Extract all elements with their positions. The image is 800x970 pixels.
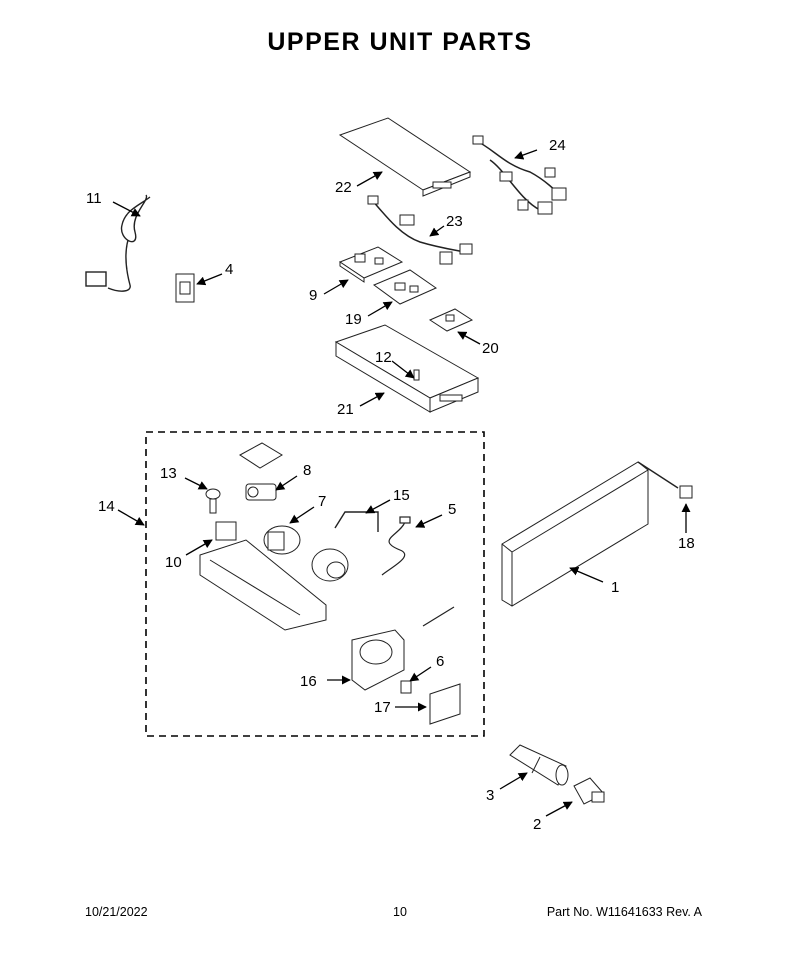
part-screw-right[interactable] (679, 485, 693, 499)
assembly-boundary-box (145, 431, 485, 737)
callout-label-1[interactable]: 1 (611, 579, 619, 596)
callout-label-3[interactable]: 3 (486, 787, 494, 804)
callout-label-15[interactable]: 15 (393, 487, 410, 504)
part-small-board[interactable] (428, 308, 474, 332)
callout-label-13[interactable]: 13 (160, 465, 177, 482)
part-switch[interactable] (215, 521, 237, 541)
callout-label-17[interactable]: 17 (374, 699, 391, 716)
part-thermistor-wire[interactable] (381, 516, 411, 576)
callout-label-10[interactable]: 10 (165, 554, 182, 571)
part-wiring-harness[interactable] (367, 195, 473, 265)
callout-label-4[interactable]: 4 (225, 261, 233, 278)
footer-part-number: Part No. W11641633 Rev. A (546, 905, 702, 919)
part-power-cord[interactable] (85, 194, 151, 292)
callout-label-23[interactable]: 23 (446, 213, 463, 230)
part-filter-cap[interactable] (573, 777, 605, 805)
callout-label-14[interactable]: 14 (98, 498, 115, 515)
part-top-panel[interactable] (338, 117, 472, 197)
part-access-cover[interactable] (429, 683, 461, 725)
part-tube[interactable] (334, 511, 379, 532)
part-screw[interactable] (205, 488, 221, 514)
part-wiring-harness-top[interactable] (472, 135, 567, 215)
part-screw-small[interactable] (413, 369, 420, 381)
part-housing-tray[interactable] (334, 324, 480, 413)
callout-label-24[interactable]: 24 (549, 137, 566, 154)
callout-labels: 1 2 3 4 5 6 7 8 9 10 11 12 13 14 15 16 1… (86, 137, 695, 833)
callout-label-2[interactable]: 2 (533, 816, 541, 833)
callout-label-19[interactable]: 19 (345, 311, 362, 328)
part-electronic-board[interactable] (372, 269, 438, 305)
callout-label-9[interactable]: 9 (309, 287, 317, 304)
part-front-panel[interactable] (501, 461, 679, 607)
callout-label-21[interactable]: 21 (337, 401, 354, 418)
part-motor[interactable] (263, 525, 301, 555)
part-sensor[interactable] (400, 680, 412, 694)
callout-label-6[interactable]: 6 (436, 653, 444, 670)
callout-label-16[interactable]: 16 (300, 673, 317, 690)
part-fan-shroud[interactable] (351, 629, 405, 691)
part-base-housing[interactable] (199, 539, 327, 631)
callout-arrows (112, 149, 691, 817)
part-water-filter[interactable] (509, 744, 569, 786)
callout-label-11[interactable]: 11 (86, 190, 102, 207)
part-control-board[interactable] (338, 246, 404, 283)
part-fan-housing[interactable] (311, 548, 349, 582)
part-cover-plate[interactable] (239, 442, 283, 469)
part-damper-valve[interactable] (245, 483, 277, 501)
callout-label-7[interactable]: 7 (318, 493, 326, 510)
footer-page-number: 10 (393, 905, 407, 919)
callout-label-5[interactable]: 5 (448, 501, 456, 518)
callout-label-12[interactable]: 12 (375, 349, 392, 366)
callout-label-22[interactable]: 22 (335, 179, 352, 196)
part-bracket[interactable] (175, 273, 195, 303)
callout-label-20[interactable]: 20 (482, 340, 499, 357)
footer-date: 10/21/2022 (85, 905, 148, 919)
part-rod[interactable] (422, 606, 455, 627)
page-title: UPPER UNIT PARTS (267, 28, 533, 56)
callout-label-18[interactable]: 18 (678, 535, 695, 552)
callout-label-8[interactable]: 8 (303, 462, 311, 479)
